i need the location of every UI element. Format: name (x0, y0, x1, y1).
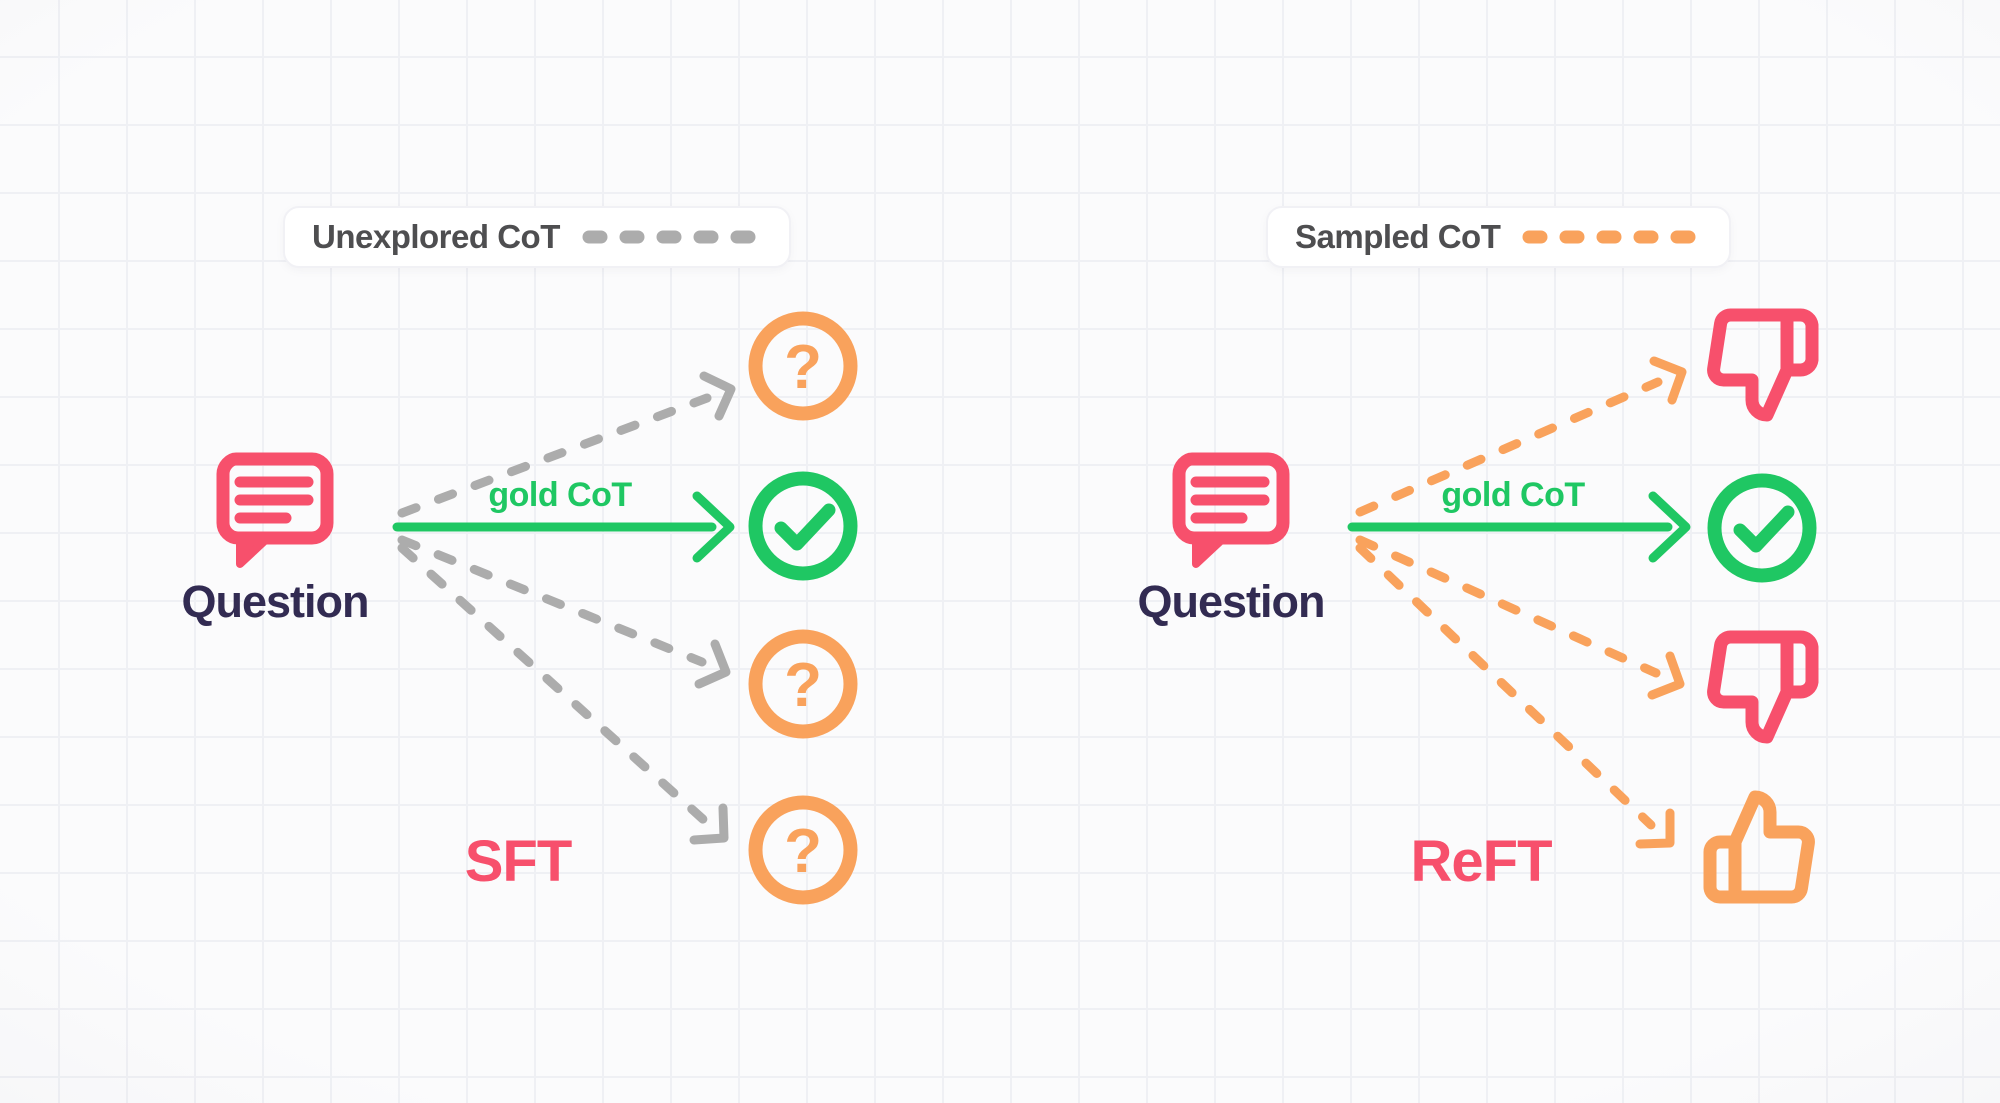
sft-method-label: SFT (465, 829, 572, 894)
question-circle-icon-bottom (748, 795, 858, 905)
reft-gold-cot-label: gold CoT (1441, 476, 1585, 514)
sft-question-label: Question (181, 576, 368, 627)
sampled-cot-arrow-middle (1355, 535, 1661, 678)
thumbs-down-icon-top (1714, 315, 1812, 415)
thumbs-down-icon-middle (1714, 637, 1812, 737)
question-mark-glyph-middle: ? (784, 651, 822, 720)
legend-unexplored-cot: Unexplored CoT (283, 206, 791, 268)
question-bubble-icon-right (1179, 459, 1283, 564)
reft-gold-cot-arrowhead (1648, 491, 1691, 563)
unexplored-cot-arrow-bottom (397, 543, 710, 826)
unexplored-cot-arrowhead-middle (694, 639, 731, 689)
thumbs-up-icon-bottom (1710, 797, 1808, 897)
sft-gold-cot-label: gold CoT (488, 476, 632, 514)
question-mark-glyph-top: ? (784, 333, 822, 402)
sampled-cot-arrowhead-top (1649, 356, 1687, 405)
orange-dashed-line-swatch (1522, 230, 1700, 244)
gray-dashed-line-swatch (582, 230, 760, 244)
check-circle-icon-left (756, 479, 851, 574)
reft-panel: Question gold CoT ReFT (1137, 315, 1812, 897)
sft-gold-cot-arrowhead (692, 491, 735, 563)
sampled-cot-arrow-bottom (1355, 543, 1656, 830)
check-circle-icon-right (1715, 481, 1810, 576)
question-mark-glyph-bottom: ? (784, 817, 822, 886)
sampled-cot-arrowhead-middle (1647, 651, 1685, 700)
unexplored-cot-arrowhead-top (699, 371, 736, 421)
sampled-cot-arrow-top (1355, 377, 1663, 517)
legend-unexplored-cot-label: Unexplored CoT (312, 218, 560, 255)
reft-question-label: Question (1137, 576, 1324, 627)
sft-panel: Question gold CoT ? ? ? SFT (181, 311, 858, 905)
question-circle-icon-top (748, 311, 858, 421)
sampled-cot-arrowhead-bottom (1635, 808, 1675, 849)
legend-sampled-cot-label: Sampled CoT (1295, 218, 1501, 255)
question-circle-icon-middle (748, 629, 858, 739)
unexplored-cot-arrowhead-bottom (689, 803, 729, 845)
reft-method-label: ReFT (1411, 829, 1553, 894)
question-bubble-icon (223, 459, 327, 564)
legend-sampled-cot: Sampled CoT (1266, 206, 1732, 268)
unexplored-cot-arrow-top (397, 393, 712, 518)
unexplored-cot-arrow-middle (397, 535, 707, 667)
